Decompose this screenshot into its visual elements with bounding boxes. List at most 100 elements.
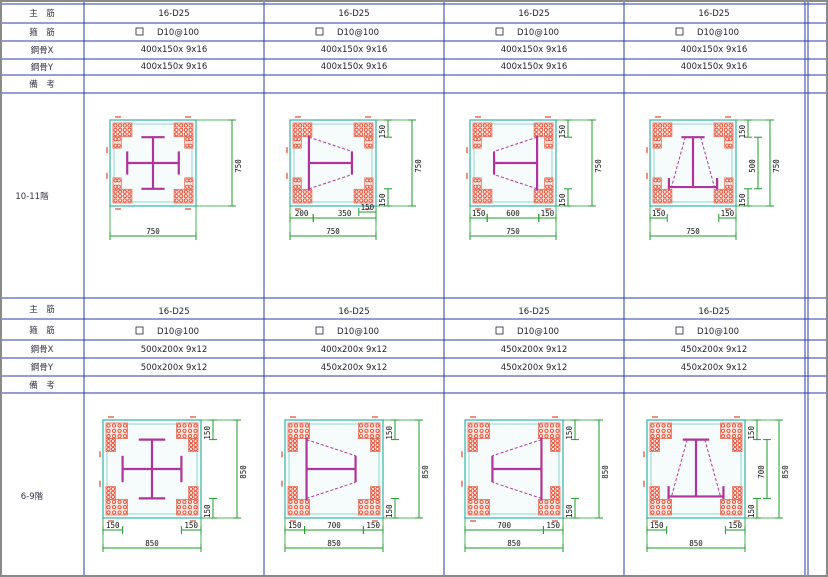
rebar-bar	[543, 123, 548, 128]
rebar-bar	[302, 123, 307, 128]
rebar-bar	[375, 447, 380, 452]
rebar-bar	[737, 490, 742, 495]
rebar-bar	[726, 505, 731, 510]
rebar-bar	[720, 428, 725, 433]
rebar-bar	[183, 198, 188, 203]
rebar-bar	[731, 505, 736, 510]
rebar-bar	[117, 510, 122, 515]
rebar-cluster	[724, 177, 734, 190]
rebar-cluster	[112, 177, 122, 190]
rebar-bar	[375, 499, 380, 504]
steel-y-value: 400x150x 9x16	[141, 62, 207, 72]
rebar-bar	[369, 428, 374, 433]
rebar-bar	[122, 123, 127, 128]
rebar-cluster	[649, 438, 660, 452]
rebar-bar	[110, 447, 115, 452]
stirrup-outline	[468, 423, 560, 515]
rebar-bar	[288, 434, 293, 439]
rebar-bar	[650, 443, 655, 448]
rebar-bar	[472, 443, 477, 448]
rebar-bar	[478, 132, 483, 137]
stirrup-outline	[113, 123, 193, 203]
rebar-bar	[714, 127, 719, 132]
rebar-bar	[174, 127, 179, 132]
rebar-bar	[294, 510, 299, 515]
stirrup-value: D10@100	[157, 28, 199, 38]
rebar-cluster	[358, 499, 381, 516]
rebar-bar	[468, 510, 473, 515]
rebar-bar	[662, 123, 667, 128]
rebar-bar	[359, 198, 364, 203]
rebar-bar	[305, 423, 310, 428]
rebar-bar	[193, 490, 198, 495]
rebar-bar	[737, 499, 742, 504]
rebar-bar	[294, 505, 299, 510]
rebar-bar	[468, 505, 473, 510]
rebar-bar	[112, 423, 117, 428]
rebar-bar	[544, 510, 549, 515]
rebar-bar	[307, 127, 312, 132]
rebar-bar	[292, 439, 297, 444]
rebar-bar	[650, 434, 655, 439]
rebar-bar	[538, 505, 543, 510]
stirrup-box-icon	[135, 27, 144, 36]
dim-label: 150	[728, 521, 742, 530]
rebar-bar	[468, 447, 473, 452]
rebar-bar	[479, 510, 484, 515]
rebar-bar	[726, 434, 731, 439]
rebar-bar	[292, 443, 297, 448]
stirrup-box-icon	[495, 27, 504, 36]
stirrup-value: D10@100	[697, 28, 739, 38]
rebar-bar	[658, 189, 663, 194]
rebar-bar	[654, 443, 659, 448]
rebar-bar	[123, 505, 128, 510]
rebar-cluster	[287, 499, 310, 516]
rebar-bar	[117, 499, 122, 504]
row-label-steel-y: 鋼骨Y	[31, 362, 54, 373]
rebar-bar	[106, 439, 111, 444]
rebar-bar	[363, 189, 368, 194]
rebar-bar	[479, 428, 484, 433]
rebar-bar	[368, 137, 373, 142]
rebar-bar	[733, 490, 738, 495]
rebar-bar	[188, 178, 193, 183]
rebar-bar	[116, 178, 121, 183]
rebar-bar	[189, 443, 194, 448]
row-label-remark: 備 考	[29, 380, 55, 391]
rebar-bar	[728, 127, 733, 132]
stirrup-box-icon	[675, 326, 684, 335]
rebar-bar	[728, 198, 733, 203]
stirrup-box-icon	[135, 326, 144, 335]
dim-label: 150	[288, 521, 302, 530]
rebar-bar	[720, 423, 725, 428]
rebar-bar	[551, 447, 556, 452]
rebar-bar	[117, 505, 122, 510]
rebar-bar	[733, 494, 738, 499]
dim-label: 750	[234, 159, 243, 173]
rebar-bar	[292, 490, 297, 495]
rebar-bar	[123, 510, 128, 515]
rebar-bar	[482, 189, 487, 194]
row-label-stirrup: 箍 筋	[29, 27, 55, 38]
rebar-cluster	[652, 177, 662, 190]
rebar-bar	[543, 198, 548, 203]
rebar-cluster	[184, 136, 194, 149]
rebar-bar	[193, 510, 198, 515]
dim-label: 750	[594, 159, 603, 173]
rebar-bar	[487, 132, 492, 137]
rebar-cluster	[287, 422, 310, 439]
rebar-bar	[182, 428, 187, 433]
rebar-cluster	[713, 122, 734, 138]
rebar-bar	[288, 505, 293, 510]
rebar-bar	[658, 123, 663, 128]
rebar-bar	[737, 439, 742, 444]
rebar-bar	[479, 423, 484, 428]
rebar-bar	[117, 434, 122, 439]
rebar-bar	[193, 434, 198, 439]
rebar-cluster	[358, 422, 381, 439]
rebar-bar	[650, 423, 655, 428]
rebar-bar	[548, 123, 553, 128]
rebar-bar	[106, 499, 111, 504]
